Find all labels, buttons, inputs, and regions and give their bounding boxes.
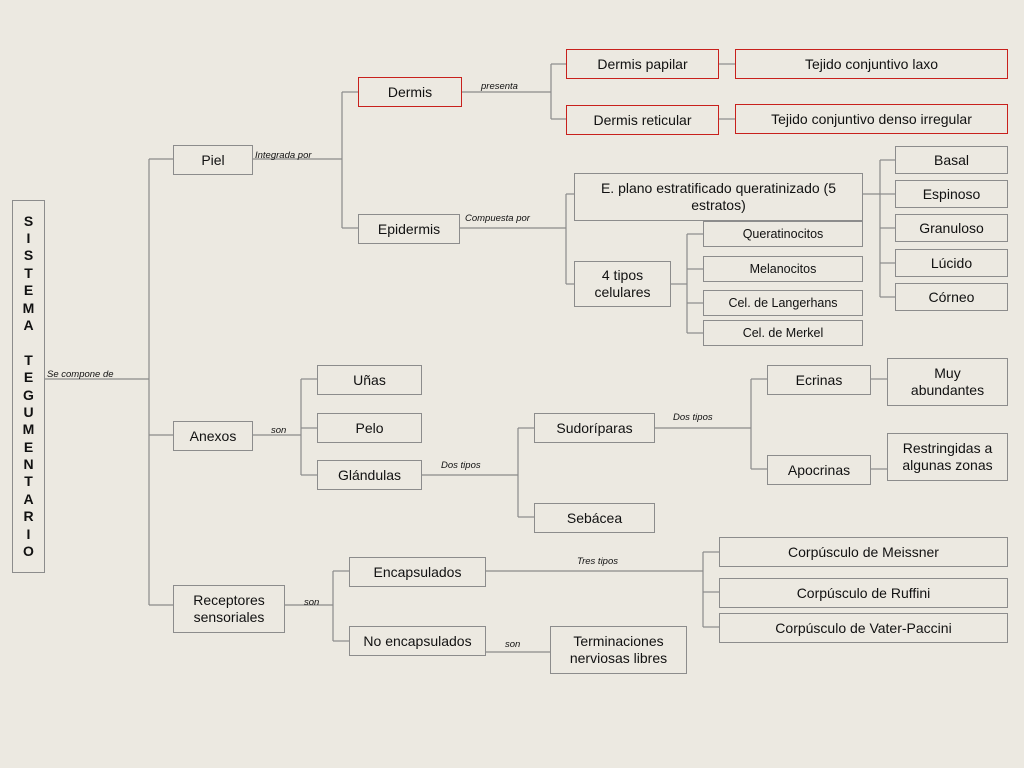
node-dermis-papilar: Dermis papilar <box>566 49 719 79</box>
node-dermis-reticular: Dermis reticular <box>566 105 719 135</box>
edge-label-tres-tipos: Tres tipos <box>577 556 619 567</box>
edge-label-son-anexos: son <box>271 425 287 436</box>
title-letter: S <box>23 212 34 229</box>
edge-label-son-no-encapsulados: son <box>505 639 521 650</box>
node-melanocitos: Melanocitos <box>703 256 863 282</box>
node-ecrinas: Ecrinas <box>767 365 871 395</box>
node-tejido-conjuntivo-denso: Tejido conjuntivo denso irregular <box>735 104 1008 134</box>
title-letter: T <box>24 473 33 490</box>
node-corpusculo-ruffini: Corpúsculo de Ruffini <box>719 578 1008 608</box>
node-merkel: Cel. de Merkel <box>703 320 863 346</box>
node-corpusculo-meissner: Corpúsculo de Meissner <box>719 537 1008 567</box>
title-letter: O <box>23 543 34 560</box>
node-no-encapsulados: No encapsulados <box>349 626 486 656</box>
node-encapsulados: Encapsulados <box>349 557 486 587</box>
node-sudoriparas: Sudoríparas <box>534 413 655 443</box>
node-corneo: Córneo <box>895 283 1008 311</box>
node-tipos-celulares: 4 tipos celulares <box>574 261 671 307</box>
node-piel: Piel <box>173 145 253 175</box>
node-unas: Uñas <box>317 365 422 395</box>
title-letter: S <box>23 247 34 264</box>
title-letter: M <box>22 299 35 316</box>
node-epidermis: Epidermis <box>358 214 460 244</box>
node-queratinocitos: Queratinocitos <box>703 221 863 247</box>
node-restringidas: Restringidas a algunas zonas <box>887 433 1008 481</box>
node-lucido: Lúcido <box>895 249 1008 277</box>
node-basal: Basal <box>895 146 1008 174</box>
title-letter: N <box>23 456 34 473</box>
edge-label-se-compone-de: Se compone de <box>47 369 114 380</box>
title-letter: R <box>23 508 34 525</box>
title-letter: U <box>23 403 34 420</box>
title-letter: I <box>26 229 31 246</box>
node-corpusculo-vater-paccini: Corpúsculo de Vater-Paccini <box>719 613 1008 643</box>
title-letter: E <box>23 282 34 299</box>
node-pelo: Pelo <box>317 413 422 443</box>
title-letter: E <box>23 438 34 455</box>
node-epitelio-plano: E. plano estratificado queratinizado (5 … <box>574 173 863 221</box>
edge-label-integrada-por: Integrada por <box>255 150 312 161</box>
node-sebacea: Sebácea <box>534 503 655 533</box>
title-letter: M <box>22 421 35 438</box>
node-muy-abundantes: Muy abundantes <box>887 358 1008 406</box>
node-apocrinas: Apocrinas <box>767 455 871 485</box>
title-letter: G <box>23 386 34 403</box>
title-letter: A <box>23 316 34 333</box>
title-letter: T <box>24 351 33 368</box>
edge-label-dos-tipos-sudoriparas: Dos tipos <box>673 412 713 423</box>
title-letter: E <box>23 369 34 386</box>
node-dermis: Dermis <box>358 77 462 107</box>
node-granuloso: Granuloso <box>895 214 1008 242</box>
edge-label-compuesta-por: Compuesta por <box>465 213 530 224</box>
title-letter: T <box>24 264 33 281</box>
edge-label-presenta: presenta <box>481 81 518 92</box>
node-terminaciones-nerviosas: Terminaciones nerviosas libres <box>550 626 687 674</box>
edge-label-son-receptores: son <box>304 597 320 608</box>
title-letter: I <box>26 525 31 542</box>
node-espinoso: Espinoso <box>895 180 1008 208</box>
node-anexos: Anexos <box>173 421 253 451</box>
node-langerhans: Cel. de Langerhans <box>703 290 863 316</box>
edge-label-dos-tipos-glandulas: Dos tipos <box>441 460 481 471</box>
sistema-tegumentario-title: S I S T E M A T E G U M E N T A R I O <box>12 200 45 573</box>
node-tejido-conjuntivo-laxo: Tejido conjuntivo laxo <box>735 49 1008 79</box>
node-glandulas: Glándulas <box>317 460 422 490</box>
node-receptores-sensoriales: Receptores sensoriales <box>173 585 285 633</box>
title-letter: A <box>23 490 34 507</box>
